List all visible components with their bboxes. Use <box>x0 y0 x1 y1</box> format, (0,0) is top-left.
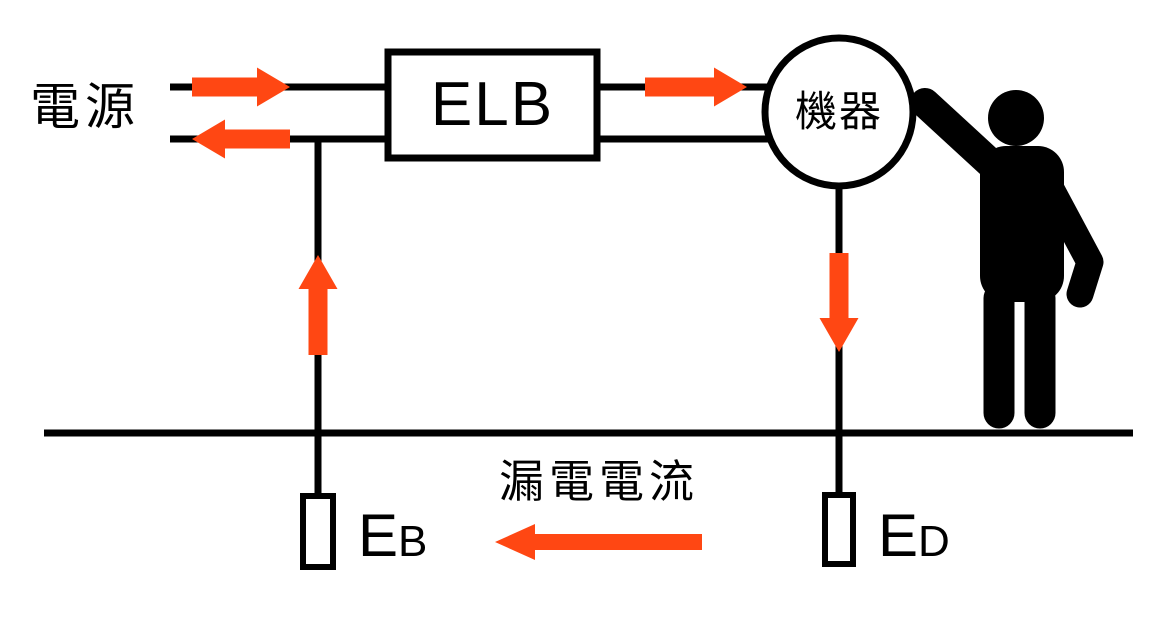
earth-b-subscript: B <box>398 517 428 566</box>
power-source-label: 電源 <box>30 79 140 135</box>
earth-d-subscript: D <box>918 517 950 566</box>
earth-b-label: EB <box>358 506 427 566</box>
leakage-current-label: 漏電電流 <box>499 456 700 507</box>
person-bent-arm <box>1030 162 1104 308</box>
person-icon <box>910 88 1104 429</box>
arrow-right-elb-to-equipment-icon <box>645 67 747 107</box>
arrow-right-source-to-elb-icon <box>192 67 290 107</box>
arrow-down-earth-d-icon <box>819 253 859 352</box>
earth-d-label: ED <box>878 506 950 566</box>
elb-label: ELB <box>430 70 555 139</box>
elb-breaker-box <box>384 48 601 162</box>
arrow-left-elb-to-source-icon <box>192 119 290 159</box>
arrow-up-earth-b-icon <box>298 255 338 355</box>
person-head <box>988 90 1044 146</box>
arrow-left-leakage-current-icon <box>495 524 702 560</box>
earth-b-letter: E <box>358 502 399 569</box>
earth-d-letter: E <box>878 502 919 569</box>
earth-electrode-b <box>300 493 336 570</box>
earth-electrode-d <box>822 492 856 567</box>
equipment-label: 機器 <box>794 88 883 135</box>
